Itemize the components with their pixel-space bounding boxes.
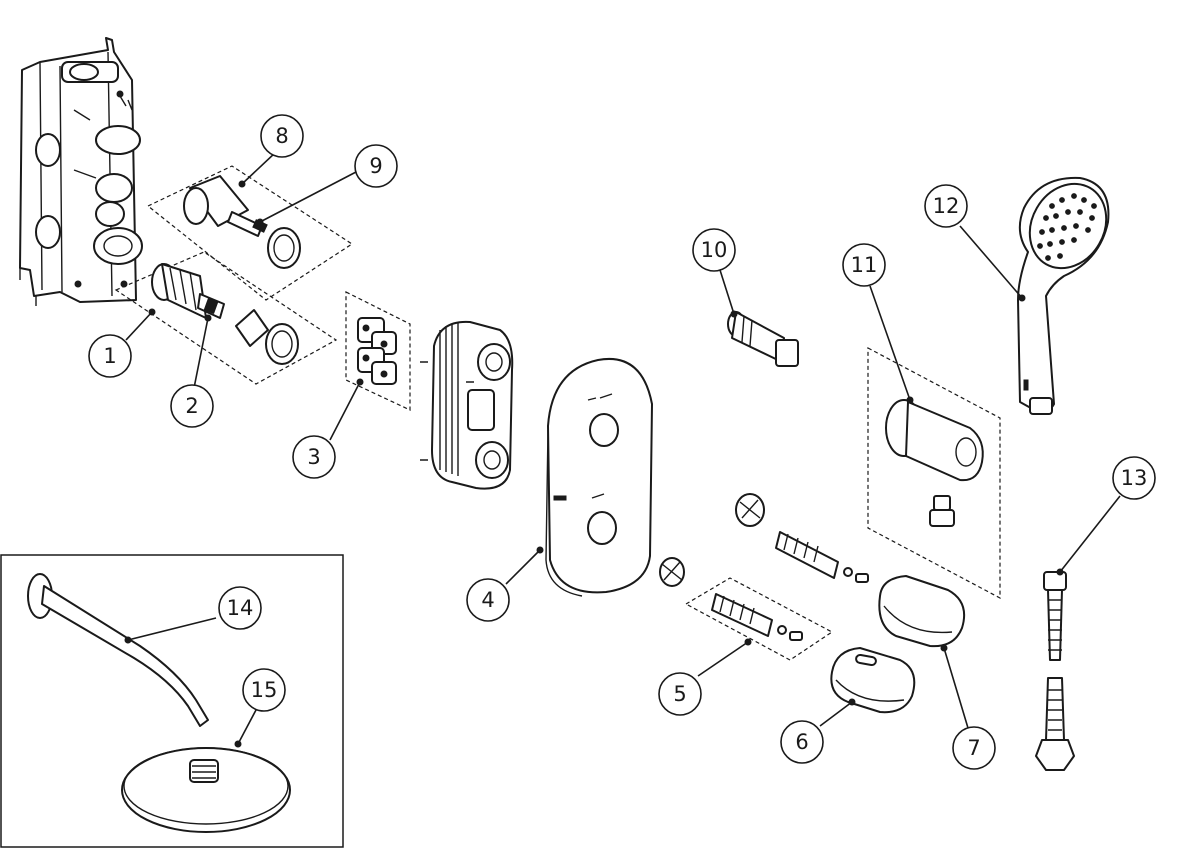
callout-12: 12 [924,184,968,228]
flow-knob [878,575,966,648]
callout-label: 6 [795,730,808,754]
thermostatic-cartridge [151,263,299,365]
trim-plate [545,358,653,597]
callout-7: 7 [952,726,996,770]
callout-2: 2 [170,384,214,428]
callout-11: 11 [842,243,886,287]
shower-arm [27,573,209,727]
callout-3: 3 [292,435,336,479]
check-valves [357,317,397,385]
callout-label: 4 [481,588,494,612]
callout-4: 4 [466,578,510,622]
group-outline-11 [867,347,1001,599]
callout-5: 5 [658,672,702,716]
callout-label: 13 [1121,466,1148,490]
callout-8: 8 [260,114,304,158]
handshower-holder [885,399,984,527]
group-outline-1 [114,251,338,385]
callout-label: 7 [967,736,980,760]
diverter-cartridge [183,175,301,269]
callout-label: 14 [227,596,254,620]
callout-14: 14 [218,586,262,630]
hand-shower [1017,176,1110,415]
callout-label: 9 [369,154,382,178]
callout-label: 10 [701,238,728,262]
callout-6: 6 [780,720,824,764]
spindle-adapter-lower [659,557,803,641]
callout-1: 1 [88,334,132,378]
leader-lines [124,151,1121,748]
temperature-knob [830,647,916,714]
callout-label: 15 [251,678,278,702]
callout-label: 1 [103,344,116,368]
callout-label: 8 [275,124,288,148]
callout-15: 15 [242,668,286,712]
mounting-frame [420,320,514,490]
spindle-adapter-upper [735,493,869,583]
callout-label: 11 [851,253,878,277]
callout-13: 13 [1112,456,1156,500]
callout-label: 5 [673,682,686,706]
callout-label: 2 [185,394,198,418]
callout-10: 10 [692,228,736,272]
inset-frame [0,554,344,848]
shower-hose [1035,571,1075,771]
group-outline-3 [345,291,411,411]
rain-shower-head [121,747,291,833]
callout-label: 3 [307,445,320,469]
callout-9: 9 [354,144,398,188]
callout-label: 12 [933,194,960,218]
wall-outlet-fitting [727,311,799,367]
mounting-box [19,37,143,306]
